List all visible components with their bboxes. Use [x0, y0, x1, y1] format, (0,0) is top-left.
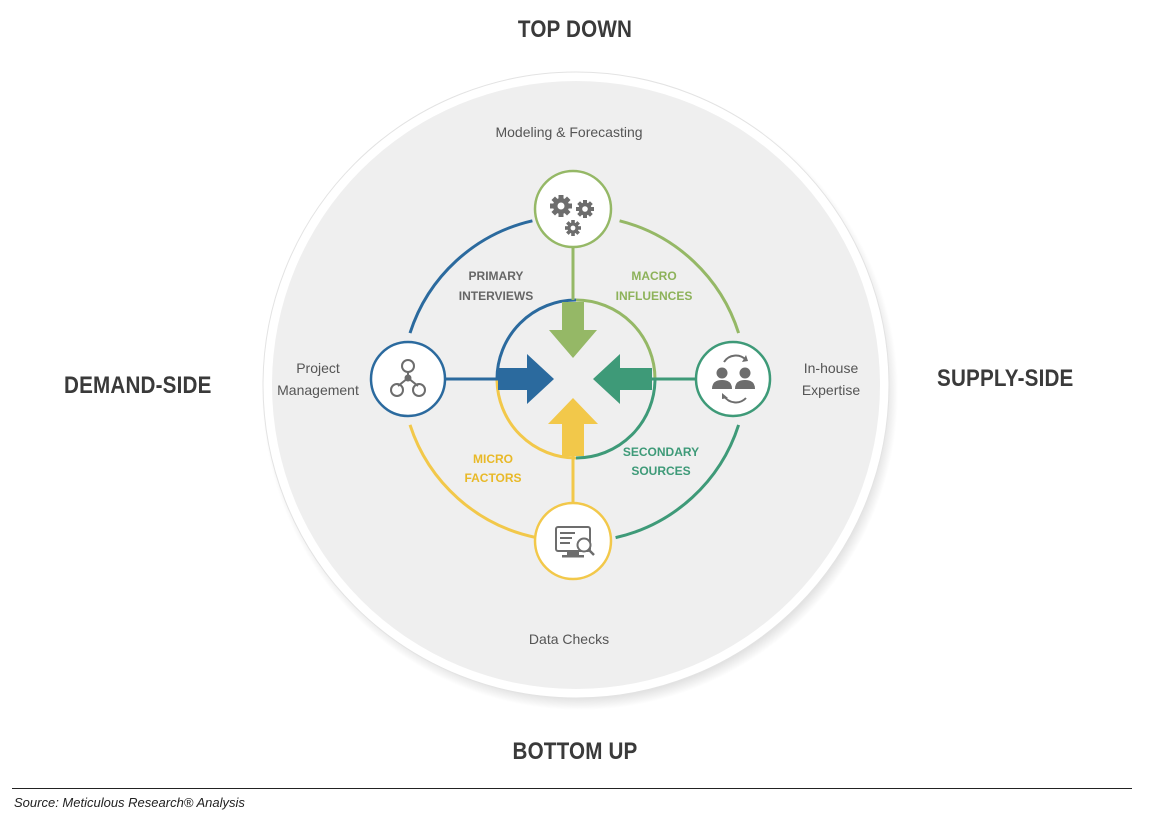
node-in-house-expertise: [694, 340, 772, 418]
arc-top-left: [408, 219, 533, 334]
gears-icon: [550, 195, 594, 236]
macro-influences-label-line1: MACRO: [631, 269, 676, 283]
arc-bottom-right: [615, 424, 741, 540]
primary-interviews-label-line1: PRIMARY: [469, 269, 524, 283]
secondary-sources-label-line2: SOURCES: [631, 464, 690, 478]
micro-factors-label-line1: MICRO: [473, 452, 513, 466]
arc-bottom-left: [408, 424, 537, 540]
in-house-expertise-label-line2: Expertise: [802, 382, 861, 398]
footer-divider: [12, 788, 1132, 789]
supply-side-label: SUPPLY-SIDE: [937, 365, 1074, 392]
background-disc: [262, 71, 898, 710]
micro-factors-label-line2: FACTORS: [464, 471, 521, 485]
arrow-up: [548, 398, 598, 456]
node-data-checks: [533, 501, 613, 581]
demand-side-label: DEMAND-SIDE: [64, 372, 212, 399]
network-icon: [390, 359, 426, 397]
arrow-down: [549, 302, 597, 358]
source-note: Source: Meticulous Research® Analysis: [14, 795, 245, 810]
arrow-right: [498, 354, 554, 404]
modeling-forecasting-label: Modeling & Forecasting: [495, 124, 642, 140]
node-project-management: [369, 340, 447, 418]
data-checks-label: Data Checks: [529, 631, 609, 647]
project-management-label-line2: Management: [277, 382, 359, 398]
top-down-label: TOP DOWN: [517, 16, 633, 43]
project-management-label-line1: Project: [296, 360, 340, 376]
people-exchange-icon: [712, 354, 755, 404]
arrow-left: [593, 354, 652, 404]
macro-influences-label-line2: INFLUENCES: [616, 289, 693, 303]
primary-interviews-label-line2: INTERVIEWS: [459, 289, 533, 303]
arc-top-right: [619, 219, 741, 334]
bottom-up-label: BOTTOM UP: [512, 738, 638, 765]
secondary-sources-label-line1: SECONDARY: [623, 445, 699, 459]
inner-ring: [495, 298, 657, 460]
ring-arcs: [408, 219, 741, 540]
connectors: [442, 246, 695, 503]
node-modeling: [533, 169, 613, 249]
monitor-search-icon: [555, 526, 595, 558]
in-house-expertise-label-line1: In-house: [804, 360, 859, 376]
